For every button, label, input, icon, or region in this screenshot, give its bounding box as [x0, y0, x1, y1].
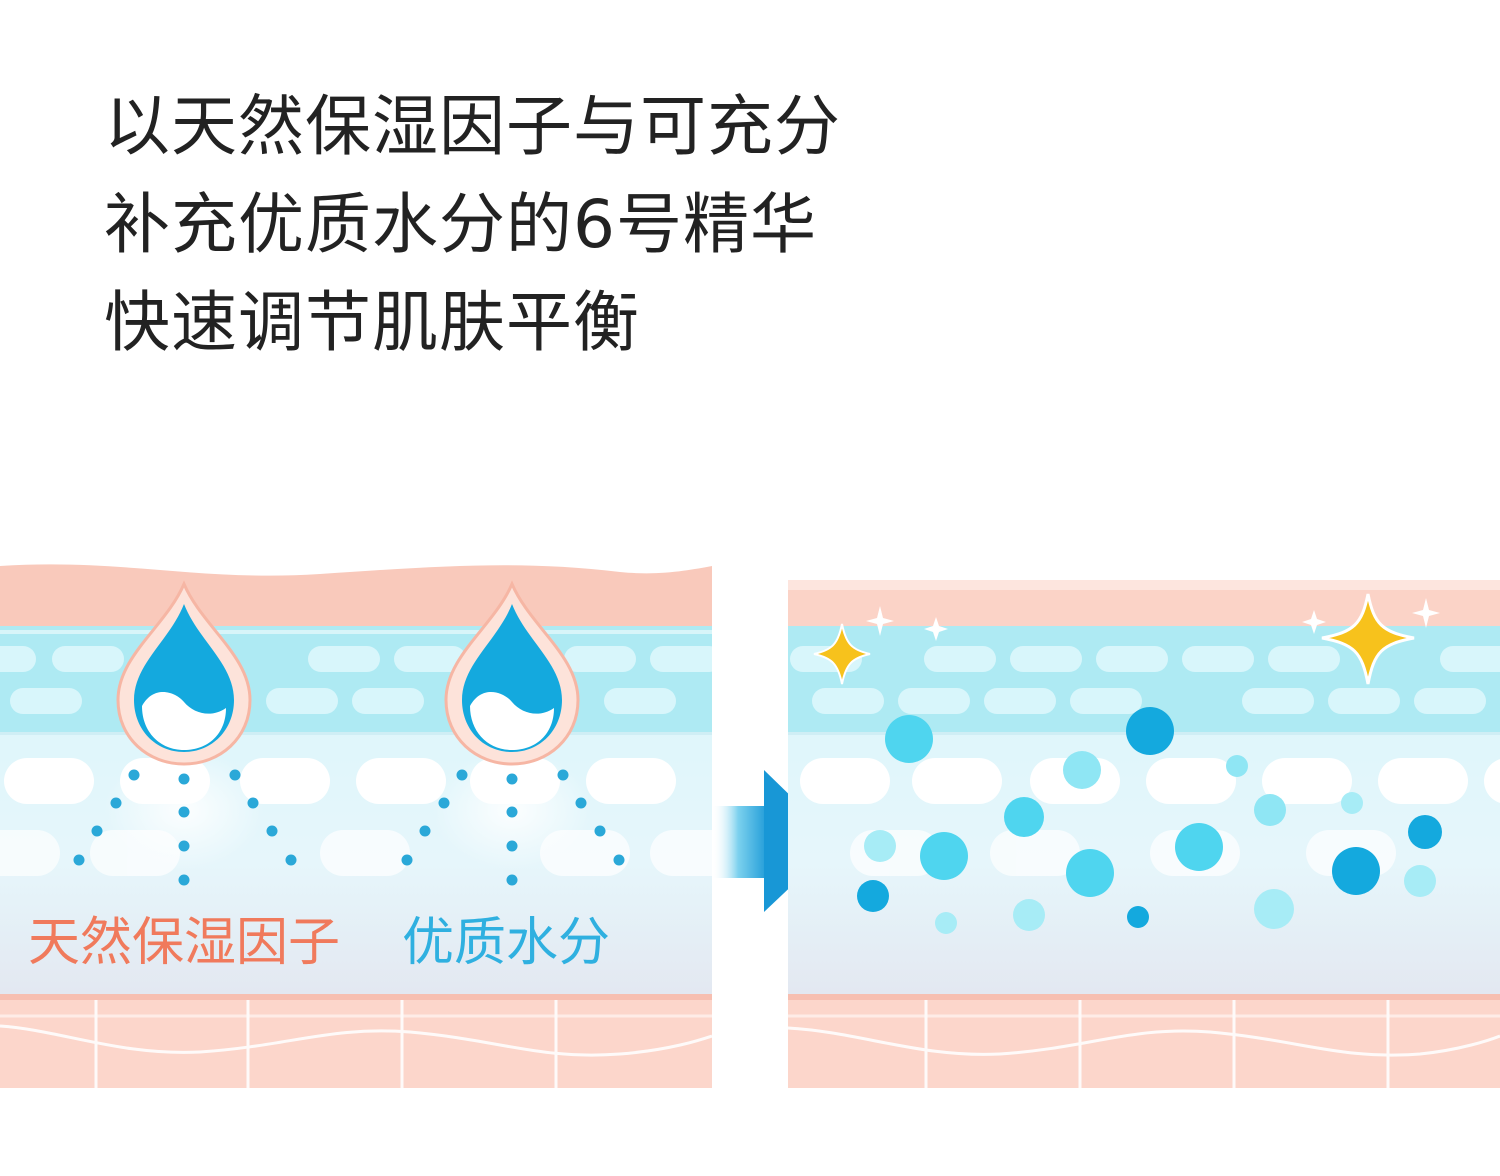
- water-drop-icon: [116, 580, 252, 766]
- label-quality-water: 优质水分: [402, 913, 610, 973]
- sparkle-icon: [813, 606, 948, 685]
- headline-line-3: 快速调节肌肤平衡: [104, 284, 640, 361]
- water-dots: [857, 707, 1442, 934]
- spray-dots: [73, 769, 625, 886]
- skin-panel-after: [788, 580, 1500, 1088]
- label-moisturizing-factor: 天然保湿因子: [28, 913, 340, 973]
- skin-panel-before: [0, 564, 712, 1088]
- headline-line-2: 补充优质水分的6号精华: [104, 186, 817, 263]
- headline-line-1: 以天然保湿因子与可充分: [104, 88, 841, 165]
- sparkle-icon: [1302, 593, 1440, 685]
- headline: 以天然保湿因子与可充分 补充优质水分的6号精华 快速调节肌肤平衡: [104, 78, 841, 372]
- water-drop-icon: [444, 580, 580, 766]
